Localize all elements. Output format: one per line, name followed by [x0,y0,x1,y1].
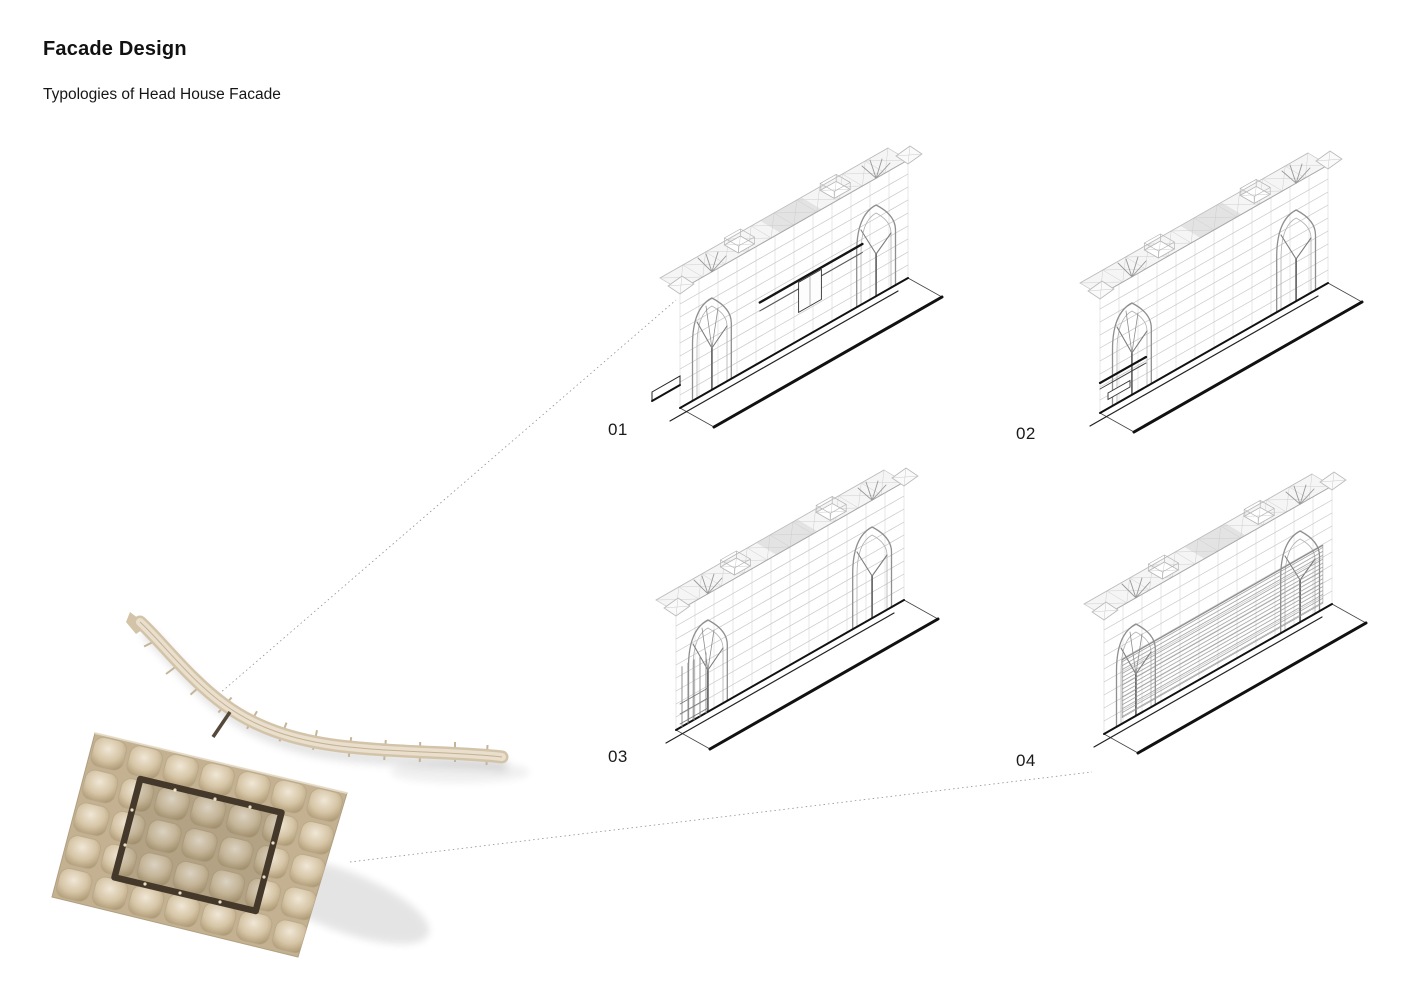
canopy-roof [51,732,348,958]
typology-label: 04 [1016,751,1036,770]
page-title: Facade Design [43,38,187,60]
typology-03: 03 [600,462,960,797]
curved-walkway [126,612,509,764]
interior-courtyard [111,775,285,915]
typology-label: 03 [608,747,628,766]
typology-01: 01 [600,140,960,475]
typology-label: 02 [1016,424,1036,443]
connector-bridge [211,711,232,738]
page-subtitle: Typologies of Head House Facade [43,86,281,103]
facade-drawing-04 [1082,470,1368,755]
typology-02: 02 [1008,145,1368,480]
facade-drawing-01 [651,144,944,429]
facade-drawing-02 [1078,149,1364,434]
facade-drawing-03 [654,466,940,751]
typology-label: 01 [608,420,628,439]
site-aerial-rendering [51,612,530,958]
typology-04: 04 [1008,466,1368,801]
